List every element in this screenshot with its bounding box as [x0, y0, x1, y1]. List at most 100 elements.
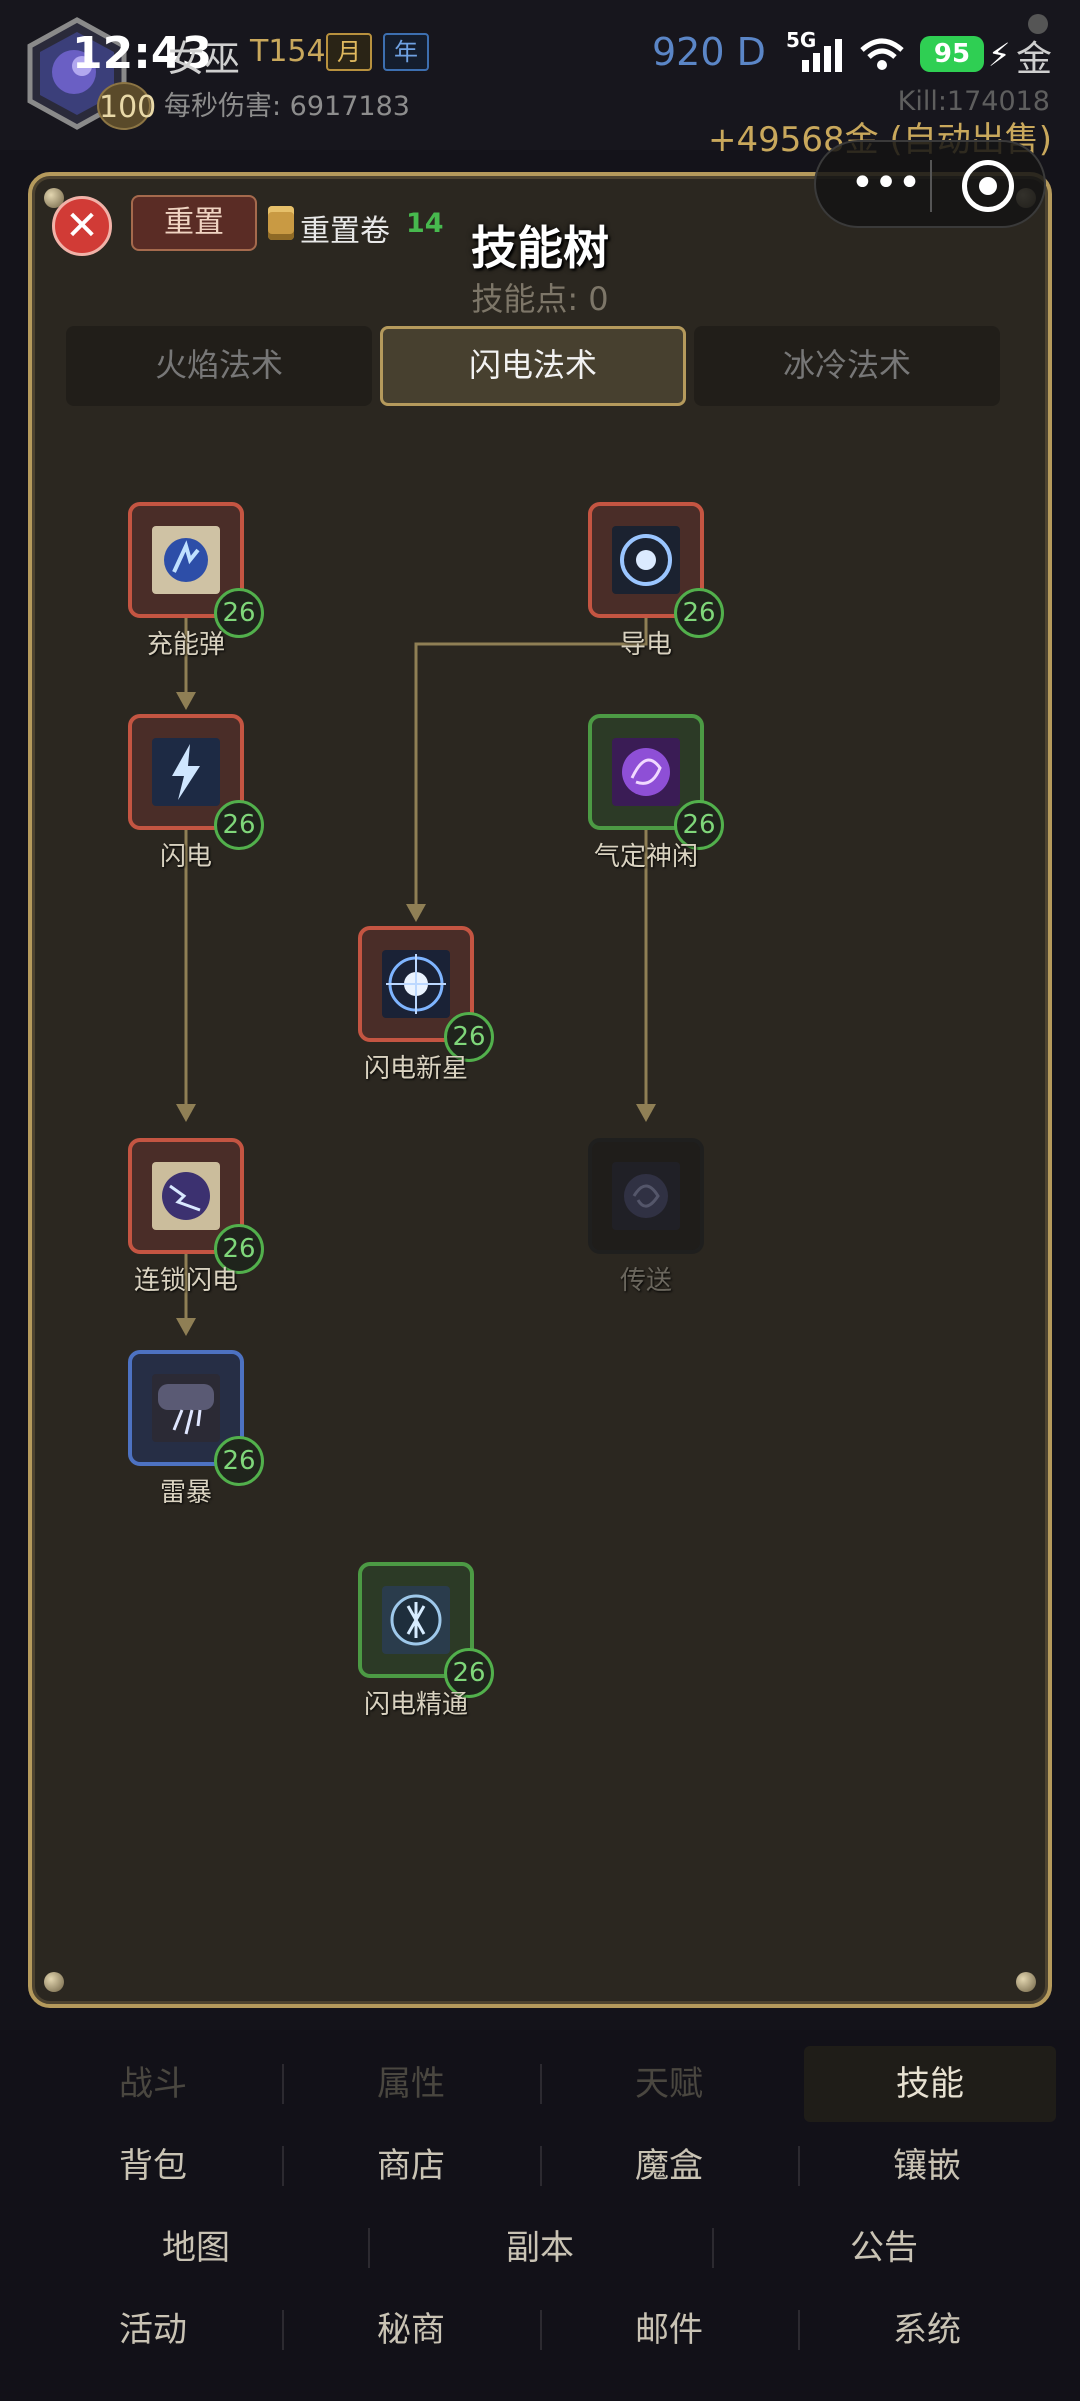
skill-label: 气定神闲: [593, 842, 698, 872]
conduction-icon: [612, 526, 680, 594]
skill-label: 闪电: [159, 842, 212, 872]
level-badge: 100: [97, 82, 156, 130]
nav-system[interactable]: 系统: [893, 2310, 961, 2350]
clock: 12:43: [72, 28, 213, 79]
network-type: 5G: [786, 28, 817, 52]
nav-attributes[interactable]: 属性: [377, 2064, 445, 2104]
bottom-navigation: 战斗 属性 天赋 技能 背包 商店 魔盒 镶嵌 地图 副本 公告 活动 秘商 邮…: [0, 2030, 1080, 2401]
character-name: 女巫: [168, 39, 241, 80]
chain-lightning-icon: [152, 1162, 220, 1230]
skill-level-badge: 26: [444, 1648, 494, 1698]
rivet-icon: [1016, 1972, 1036, 1992]
skill-node-conduction[interactable]: 26: [588, 502, 724, 638]
skill-label: 传送: [619, 1266, 672, 1296]
skill-node-chain-lightning[interactable]: 26: [128, 1138, 264, 1274]
nav-announcement[interactable]: 公告: [850, 2228, 918, 2268]
skill-tree: 26 充能弹 26 导电 26 闪电 26 气定神闲: [32, 176, 1048, 2004]
skill-node-lightning[interactable]: 26: [128, 714, 264, 850]
nav-divider: [368, 2228, 370, 2268]
nav-row-3: 地图 副本 公告: [24, 2210, 1056, 2286]
nav-divider: [798, 2310, 800, 2350]
status-dot-icon: [1028, 14, 1048, 34]
tab-lightning[interactable]: 闪电法术: [380, 326, 686, 406]
signal-icon: [802, 39, 842, 72]
nav-divider: [798, 2146, 800, 2186]
skill-node-lightning-nova[interactable]: 26: [358, 926, 494, 1062]
skill-node-composure[interactable]: 26: [588, 714, 724, 850]
monthly-card-badge[interactable]: 月: [326, 33, 372, 71]
skill-node-teleport[interactable]: [588, 1138, 704, 1254]
skill-level-badge: 26: [444, 1012, 494, 1062]
skill-node-charged-bolt[interactable]: 26: [128, 502, 264, 638]
reset-scroll-icon: [268, 206, 294, 240]
thunderstorm-icon: [152, 1374, 220, 1442]
nav-divider: [540, 2146, 542, 2186]
tier-label: T154: [250, 34, 326, 69]
skill-node-lightning-mastery[interactable]: 26: [358, 1562, 494, 1698]
skill-points: 技能点: 0: [471, 280, 609, 318]
skill-label: 连锁闪电: [133, 1266, 238, 1296]
nav-mail[interactable]: 邮件: [635, 2310, 703, 2350]
skill-level-badge: 26: [214, 1436, 264, 1486]
rivet-icon: [44, 188, 64, 208]
skill-label: 导电: [619, 630, 672, 660]
skill-label: 闪电精通: [363, 1690, 468, 1720]
kill-count: Kill:174018: [897, 86, 1050, 117]
mini-program-capsule: •••: [814, 140, 1046, 228]
nova-icon: [382, 950, 450, 1018]
skill-level-badge: 26: [674, 588, 724, 638]
wifi-icon: [860, 38, 904, 70]
nav-divider: [282, 2064, 284, 2104]
skill-connectors: [176, 616, 656, 1336]
reset-button[interactable]: 重置: [131, 195, 257, 251]
nav-shop[interactable]: 商店: [377, 2146, 445, 2186]
nav-row-1: 战斗 属性 天赋 技能: [24, 2046, 1056, 2122]
nav-inlay[interactable]: 镶嵌: [893, 2146, 961, 2186]
close-button[interactable]: ✕: [52, 196, 112, 256]
skill-level-badge: 26: [214, 588, 264, 638]
gold-label: 金: [1016, 39, 1053, 80]
nav-backpack[interactable]: 背包: [119, 2146, 187, 2186]
nav-row-2: 背包 商店 魔盒 镶嵌: [24, 2128, 1056, 2204]
nav-divider: [540, 2064, 542, 2104]
reset-scroll-label: 重置卷: [300, 214, 390, 249]
nav-talents[interactable]: 天赋: [635, 2064, 703, 2104]
skill-node-thunderstorm[interactable]: 26: [128, 1350, 264, 1486]
teleport-icon: [612, 1162, 680, 1230]
battery-indicator: 95: [920, 36, 984, 72]
currency-d: 920 D: [652, 30, 766, 74]
nav-divider: [712, 2228, 714, 2268]
nav-magic-box[interactable]: 魔盒: [635, 2146, 703, 2186]
composure-icon: [612, 738, 680, 806]
lightning-mastery-icon: [382, 1586, 450, 1654]
rivet-icon: [44, 1972, 64, 1992]
nav-divider: [282, 2310, 284, 2350]
lightning-icon: [152, 738, 220, 806]
skill-label: 充能弹: [146, 630, 225, 660]
nav-events[interactable]: 活动: [119, 2310, 187, 2350]
nav-dungeon[interactable]: 副本: [506, 2228, 574, 2268]
skill-level-badge: 26: [674, 800, 724, 850]
skill-label: 雷暴: [159, 1478, 212, 1508]
skill-tree-panel: ✕ 重置 重置卷 14 技能树 技能点: 0 火焰法术 闪电法术 冰冷法术: [28, 172, 1052, 2008]
yearly-card-badge[interactable]: 年: [383, 33, 429, 71]
nav-secret-merchant[interactable]: 秘商: [377, 2310, 445, 2350]
charged-bolt-icon: [152, 526, 220, 594]
nav-skills[interactable]: 技能: [804, 2046, 1056, 2122]
skill-level-badge: 26: [214, 1224, 264, 1274]
close-program-button[interactable]: [962, 160, 1014, 212]
dps-text: 每秒伤害: 6917183: [164, 91, 410, 122]
more-menu-button[interactable]: •••: [850, 160, 922, 206]
capsule-divider: [930, 160, 932, 212]
panel-title: 技能树: [471, 221, 609, 275]
nav-divider: [282, 2146, 284, 2186]
nav-map[interactable]: 地图: [162, 2228, 230, 2268]
school-tabs: 火焰法术 闪电法术 冰冷法术: [66, 326, 1014, 406]
nav-row-4: 活动 秘商 邮件 系统: [24, 2292, 1056, 2368]
tab-cold[interactable]: 冰冷法术: [694, 326, 1000, 406]
top-header: 12:43 100 女巫 T154 月 年 每秒伤害: 6917183 920 …: [0, 0, 1080, 160]
nav-battle[interactable]: 战斗: [119, 2064, 187, 2104]
charging-icon: ⚡: [988, 36, 1011, 74]
tab-fire[interactable]: 火焰法术: [66, 326, 372, 406]
skill-label: 闪电新星: [363, 1054, 468, 1084]
